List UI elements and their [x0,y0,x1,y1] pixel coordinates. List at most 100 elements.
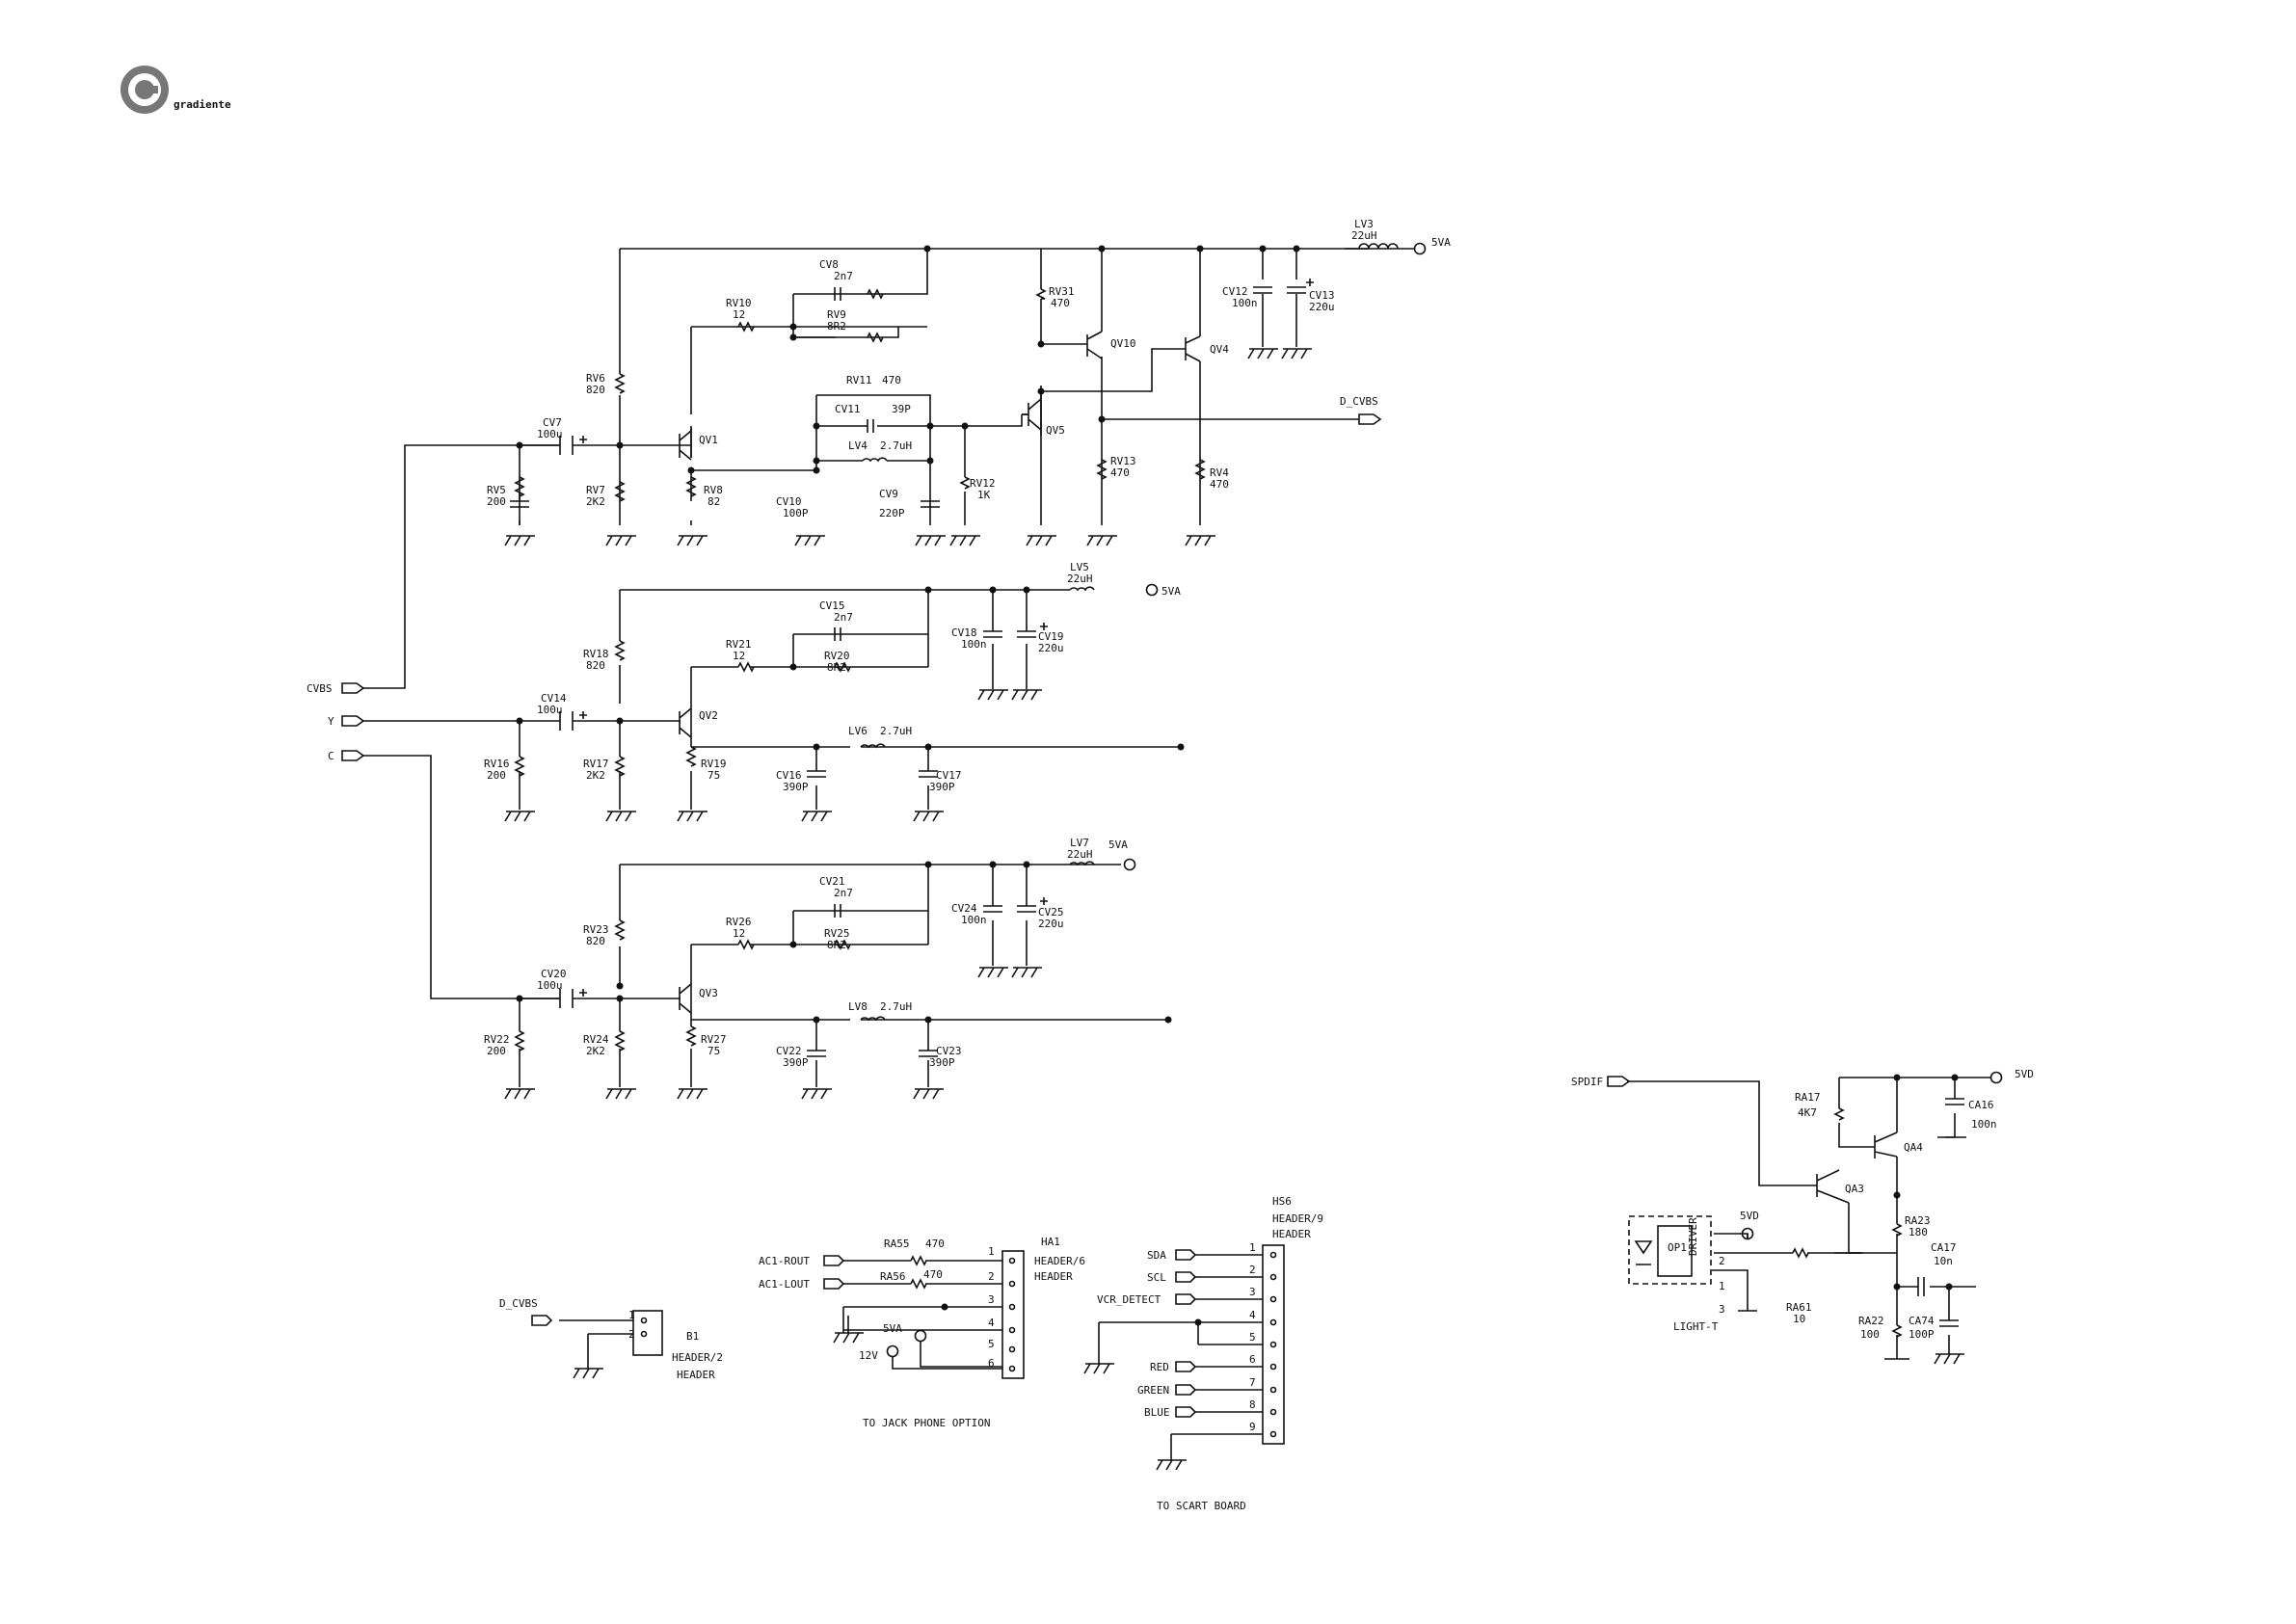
port-c[interactable]: C [328,750,334,762]
port-d-cvbs[interactable]: D_CVBS [1340,395,1378,408]
rv20-value: 8R2 [827,661,846,674]
rv9-value: 8R2 [827,320,846,333]
junction-dots [516,245,1959,1326]
cv19-value: 220u [1038,642,1064,654]
ra56-ref: RA56 [880,1270,906,1283]
op1-driver: DRIVER [1687,1217,1699,1256]
rv18-value: 820 [586,659,605,672]
rv7-ref: RV7 [586,484,605,496]
rv11-value: 470 [882,374,901,386]
port-cvbs[interactable]: CVBS [307,682,333,695]
cv22-ref: CV22 [776,1045,802,1057]
port-d-cvbs-b1[interactable]: D_CVBS [499,1297,538,1310]
lv8-ref: LV8 [848,1000,868,1013]
cv11-ref: CV11 [835,403,861,415]
port-ac1-rout[interactable]: AC1-ROUT [759,1255,810,1267]
port-5vd-1[interactable]: 5VD [2015,1068,2034,1080]
cv13-ref: CV13 [1309,289,1335,302]
rv31-value: 470 [1051,297,1070,309]
rv23-value: 820 [586,935,605,947]
transistors [679,331,1898,1204]
cv10-ref: CV10 [776,495,802,508]
op1-light: LIGHT-T [1673,1320,1719,1333]
ha1-ref: HA1 [1041,1236,1060,1248]
cv8-ref: CV8 [819,258,839,271]
hs6-pin6: 6 [1249,1353,1256,1366]
hs6-pin1: 1 [1249,1241,1256,1254]
ca16-value: 100n [1971,1118,1997,1131]
rv8-ref: RV8 [704,484,723,496]
port-12v[interactable]: 12V [859,1349,878,1362]
rv13-ref: RV13 [1110,455,1136,467]
port-spdif[interactable]: SPDIF [1571,1076,1603,1088]
rv6-ref: RV6 [586,372,605,385]
port-5va-2[interactable]: 5VA [1161,585,1181,598]
cv13-value: 220u [1309,301,1335,313]
rv26-ref: RV26 [726,916,752,928]
hs6-line1: HEADER/9 [1272,1212,1323,1225]
cv17-ref: CV17 [936,769,962,782]
cv16-value: 390P [783,781,809,793]
rv12-value: 1K [977,489,991,501]
ra17-ref: RA17 [1795,1091,1821,1104]
cv18-value: 100n [961,638,987,651]
ra22-ref: RA22 [1858,1315,1884,1327]
cv14-value: 100u [537,704,563,716]
gradiente-logo: gradiente [120,66,231,114]
port-5va-3[interactable]: 5VA [1108,839,1128,851]
cv11-value: 39P [892,403,911,415]
qv5-ref: QV5 [1046,424,1065,437]
cv9-value: 220P [879,507,905,519]
op1-ref: OP1 [1668,1241,1687,1254]
ha1-pin5: 5 [988,1338,995,1350]
cv20-ref: CV20 [541,968,567,980]
cv20-value: 100u [537,979,563,992]
ha1-pin4: 4 [988,1317,995,1329]
b1-pin2: 2 [628,1328,635,1341]
lv7-value: 22uH [1067,848,1093,861]
qv4-ref: QV4 [1210,343,1229,356]
rv27-ref: RV27 [701,1033,727,1046]
qv10-ref: QV10 [1110,337,1136,350]
ha1-pin6: 6 [988,1357,995,1370]
note-jack-phone: TO JACK PHONE OPTION [863,1417,990,1429]
b1-ref: B1 [686,1330,699,1343]
port-red[interactable]: RED [1150,1361,1169,1373]
cv22-value: 390P [783,1056,809,1069]
b1-line2: HEADER [677,1369,715,1381]
port-5va-1[interactable]: 5VA [1431,236,1451,249]
ca74-value: 100P [1909,1328,1935,1341]
port-green[interactable]: GREEN [1137,1384,1169,1397]
cv15-ref: CV15 [819,599,845,612]
port-vcr-detect[interactable]: VCR_DETECT [1097,1293,1161,1306]
ca16-ref: CA16 [1968,1099,1994,1111]
rv31-ref: RV31 [1049,285,1075,298]
rv17-ref: RV17 [583,758,609,770]
port-scl[interactable]: SCL [1147,1271,1166,1284]
port-blue[interactable]: BLUE [1144,1406,1170,1419]
port-symbols [341,242,2003,1418]
port-y[interactable]: Y [328,715,334,728]
rv13-value: 470 [1110,466,1130,479]
rv20-ref: RV20 [824,650,850,662]
port-5va-4[interactable]: 5VA [883,1322,902,1335]
labels: CVBS Y C D_CVBS 5VA 5VA 5VA SPDIF 5VD 5V… [307,218,2034,1512]
rv16-ref: RV16 [484,758,510,770]
rv23-ref: RV23 [583,923,609,936]
lv5-ref: LV5 [1070,561,1089,573]
rv4-ref: RV4 [1210,466,1229,479]
rv7-value: 2K2 [586,495,605,508]
ha1-pin2: 2 [988,1270,995,1283]
rv21-value: 12 [733,650,745,662]
cv25-ref: CV25 [1038,906,1064,918]
header-bodies [632,1215,1712,1445]
hs6-pin4: 4 [1249,1309,1256,1321]
port-5vd-2[interactable]: 5VD [1740,1210,1759,1222]
port-sda[interactable]: SDA [1147,1249,1166,1262]
op1-pin3: 3 [1719,1303,1725,1316]
port-ac1-lout[interactable]: AC1-LOUT [759,1278,810,1291]
ca74-ref: CA74 [1909,1315,1935,1327]
hs6-pin9: 9 [1249,1421,1256,1433]
cv24-value: 100n [961,914,987,926]
